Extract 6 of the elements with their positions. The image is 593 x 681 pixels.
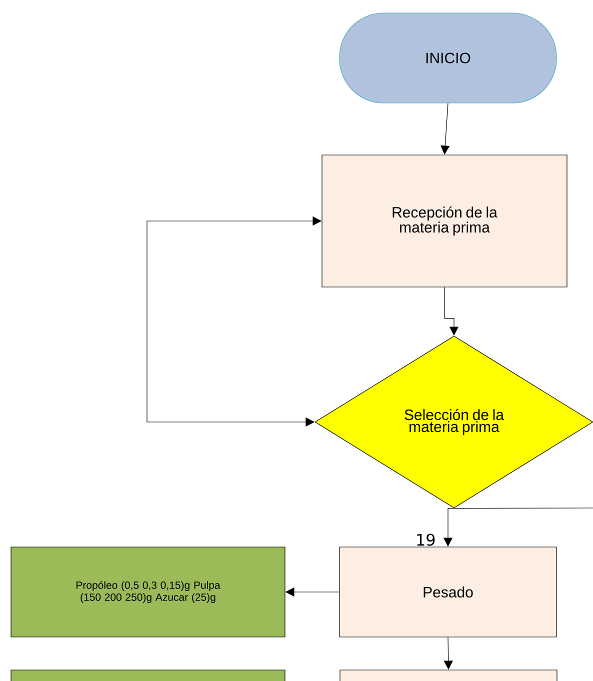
ingredient-box: Propóleo (0,5 0,3 0,15)g Pulpa (150 200 250)g Azucar (25)g — [10, 546, 286, 638]
process-box: Recepción de la materia prima — [322, 154, 568, 288]
process-box: Pesado — [339, 546, 557, 638]
process-box — [340, 670, 558, 681]
page-number: 19 — [417, 534, 435, 546]
ingredient-box — [10, 670, 286, 681]
